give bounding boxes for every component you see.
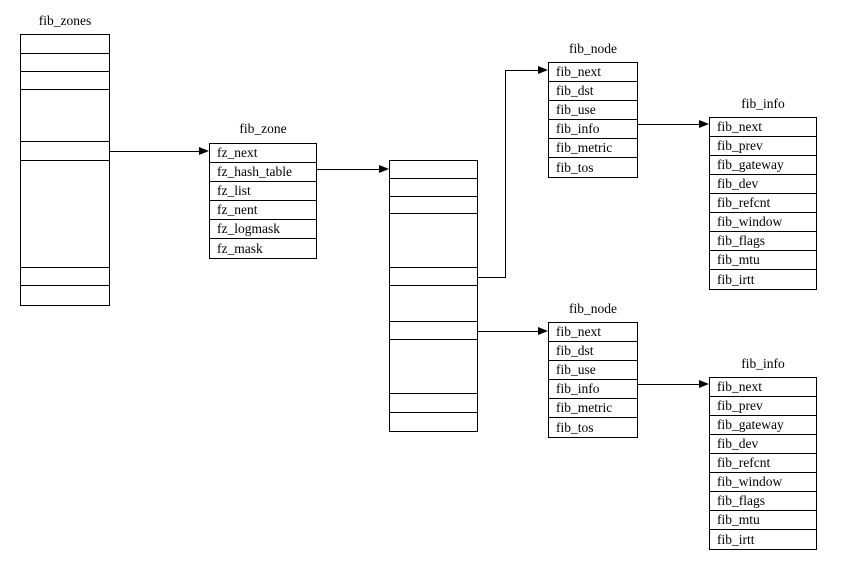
empty-slot-row — [390, 413, 477, 431]
fib-node-bottom-table: fib_next fib_dst fib_use fib_info fib_me… — [548, 322, 638, 438]
row-fz-next: fz_next — [210, 144, 316, 163]
arrow-line — [317, 169, 379, 170]
row-fib-next: fib_next — [710, 118, 816, 137]
empty-slot-row — [390, 214, 477, 268]
row-fib-flags: fib_flags — [710, 232, 816, 251]
arrow-head-icon — [699, 120, 709, 128]
row-fib-irtt: fib_irtt — [717, 271, 755, 287]
row-fib-use: fib_use — [549, 361, 637, 380]
row-fib-prev: fib_prev — [710, 137, 816, 156]
row-fib-mtu: fib_mtu — [710, 511, 816, 530]
row-fib-gateway: fib_gateway — [710, 416, 816, 435]
empty-slot-row — [21, 90, 109, 142]
row-fib-flags: fib_flags — [710, 492, 816, 511]
row-fib-refcnt: fib_refcnt — [710, 194, 816, 213]
fib-node-top-title: fib_node — [569, 41, 617, 56]
empty-slot-row — [21, 142, 109, 161]
arrow-line — [505, 70, 506, 278]
empty-slot-row — [390, 340, 477, 394]
empty-slot-row — [390, 197, 477, 214]
row-fz-nent: fz_nent — [210, 201, 316, 220]
hash-table — [389, 160, 478, 432]
arrow-head-icon — [538, 66, 548, 74]
row-fib-mtu: fib_mtu — [710, 251, 816, 270]
empty-slot-row — [390, 286, 477, 322]
arrow-head-icon — [699, 380, 709, 388]
row-fib-next: fib_next — [549, 323, 637, 342]
row-fz-hash-table: fz_hash_table — [210, 163, 316, 182]
arrow-head-icon — [538, 327, 548, 335]
arrow-line — [638, 124, 699, 125]
row-fib-window: fib_window — [710, 473, 816, 492]
row-fz-mask: fz_mask — [217, 240, 263, 256]
empty-slot-row — [390, 322, 477, 340]
empty-slot-row — [21, 72, 109, 90]
row-fib-refcnt: fib_refcnt — [710, 454, 816, 473]
fib-zones-title: fib_zones — [38, 13, 92, 28]
row-fib-prev: fib_prev — [710, 397, 816, 416]
empty-slot-row — [390, 161, 477, 179]
fib-info-top-title: fib_info — [741, 96, 785, 111]
fib-info-top-table: fib_next fib_prev fib_gateway fib_dev fi… — [709, 117, 817, 290]
row-fib-tos: fib_tos — [556, 419, 594, 435]
row-fib-metric: fib_metric — [549, 399, 637, 418]
row-fib-metric: fib_metric — [549, 139, 637, 158]
fib-info-bottom-table: fib_next fib_prev fib_gateway fib_dev fi… — [709, 377, 817, 550]
row-fz-list: fz_list — [210, 182, 316, 201]
fib-info-bottom-title: fib_info — [741, 356, 785, 371]
fib-node-bottom-title: fib_node — [569, 301, 617, 316]
arrow-line — [638, 384, 699, 385]
arrow-line — [478, 331, 538, 332]
empty-slot-row — [390, 268, 477, 286]
row-fib-info: fib_info — [549, 120, 637, 139]
arrow-line — [505, 70, 538, 71]
row-fib-dst: fib_dst — [549, 342, 637, 361]
empty-slot-row — [21, 35, 109, 54]
row-fib-info: fib_info — [549, 380, 637, 399]
row-fib-tos: fib_tos — [556, 159, 594, 175]
arrow-line — [110, 151, 199, 152]
row-fib-irtt: fib_irtt — [717, 531, 755, 547]
row-fib-window: fib_window — [710, 213, 816, 232]
row-fib-gateway: fib_gateway — [710, 156, 816, 175]
empty-slot-row — [390, 394, 477, 413]
row-fib-use: fib_use — [549, 101, 637, 120]
row-fib-next: fib_next — [710, 378, 816, 397]
arrow-head-icon — [379, 165, 389, 173]
empty-slot-row — [21, 161, 109, 268]
empty-slot-row — [21, 268, 109, 286]
empty-slot-row — [390, 179, 477, 197]
row-fib-dev: fib_dev — [710, 175, 816, 194]
fib-zones-table — [20, 34, 110, 306]
fib-zone-title: fib_zone — [239, 121, 287, 136]
arrow-head-icon — [199, 147, 209, 155]
arrow-line — [478, 277, 506, 278]
row-fib-dst: fib_dst — [549, 82, 637, 101]
empty-slot-row — [21, 286, 109, 305]
row-fib-dev: fib_dev — [710, 435, 816, 454]
fib-zone-table: fz_next fz_hash_table fz_list fz_nent fz… — [209, 143, 317, 259]
fib-node-top-table: fib_next fib_dst fib_use fib_info fib_me… — [548, 62, 638, 178]
row-fib-next: fib_next — [549, 63, 637, 82]
row-fz-logmask: fz_logmask — [210, 220, 316, 239]
empty-slot-row — [21, 54, 109, 72]
